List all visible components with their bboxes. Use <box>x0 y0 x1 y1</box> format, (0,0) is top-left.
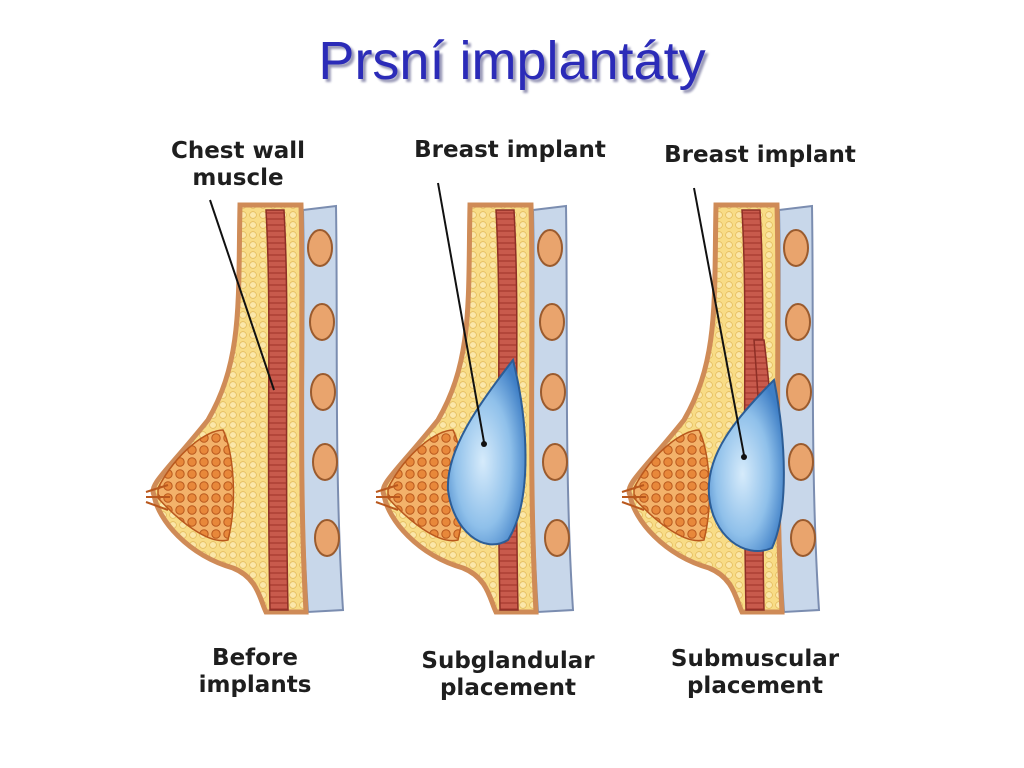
pointer-line-implant-1 <box>437 182 485 443</box>
pointer-line-implant-2 <box>693 187 745 456</box>
label-chest-wall-muscle: Chest wall muscle <box>170 138 306 191</box>
label-breast-implant-1: Breast implant <box>414 137 606 163</box>
pointer-line-muscle <box>209 199 275 391</box>
implant-shape-submuscular <box>707 377 785 553</box>
panel-subglandular <box>376 205 573 612</box>
slide-title: Prsní implantáty <box>318 31 706 91</box>
caption-before-implants: Before implants <box>198 645 312 698</box>
label-breast-implant-2: Breast implant <box>664 142 856 168</box>
caption-submuscular: Submuscular placement <box>670 646 840 699</box>
implant-shape-subglandular <box>446 357 527 546</box>
caption-subglandular: Subglandular placement <box>421 648 595 701</box>
panel-before-implants <box>146 205 343 612</box>
panel-submuscular <box>622 205 819 612</box>
